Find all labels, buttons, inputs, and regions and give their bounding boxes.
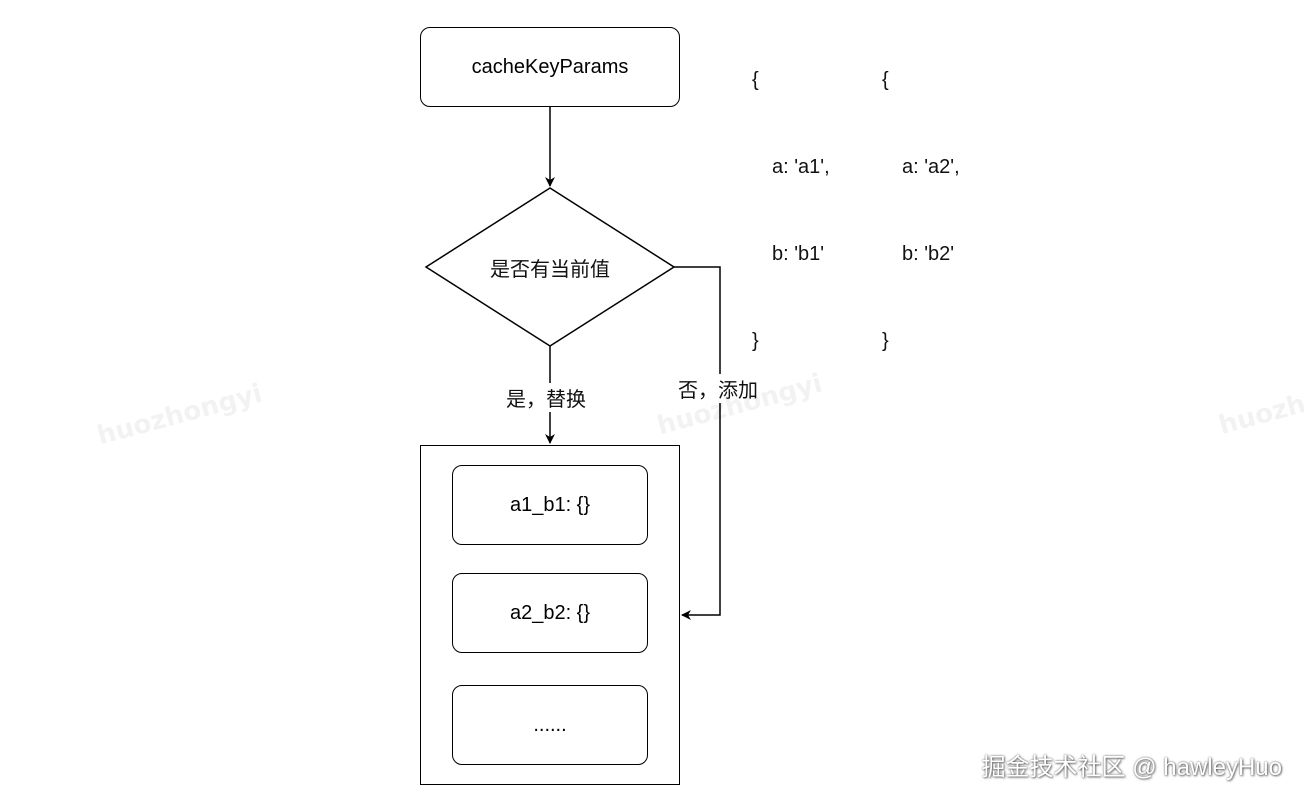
code-close-brace: } — [882, 330, 889, 352]
code-line-a: a: 'a1', — [772, 156, 830, 178]
cache-item-label: a1_b1: {} — [509, 493, 591, 516]
arrow-no-to-container — [674, 266, 721, 620]
example-params-2: { a: 'a2', b: 'b2' } — [882, 8, 960, 414]
cache-item: a1_b1: {} — [452, 465, 648, 545]
start-node-label: cacheKeyParams — [471, 55, 629, 78]
edge-label-no: 否，添加 — [676, 374, 760, 403]
decision-label-wrap: 是否有当前值 — [426, 188, 674, 346]
code-line-b: b: 'b1' — [772, 243, 825, 265]
cache-item: ...... — [452, 685, 648, 765]
cache-item: a2_b2: {} — [452, 573, 648, 653]
cache-item-label: ...... — [533, 713, 567, 736]
code-open-brace: { — [752, 69, 759, 91]
start-node: cacheKeyParams — [420, 27, 680, 107]
code-open-brace: { — [882, 69, 889, 91]
cache-item-label: a2_b2: {} — [509, 601, 591, 624]
decision-label: 是否有当前值 — [490, 258, 610, 281]
cache-container — [420, 445, 680, 785]
code-line-a: a: 'a2', — [902, 156, 960, 178]
code-line-b: b: 'b2' — [902, 243, 955, 265]
example-params-1: { a: 'a1', b: 'b1' } — [752, 8, 830, 414]
code-close-brace: } — [752, 330, 759, 352]
footer-credit: 掘金技术社区 @ hawleyHuo — [981, 754, 1282, 781]
edge-label-yes: 是，替换 — [504, 383, 588, 412]
